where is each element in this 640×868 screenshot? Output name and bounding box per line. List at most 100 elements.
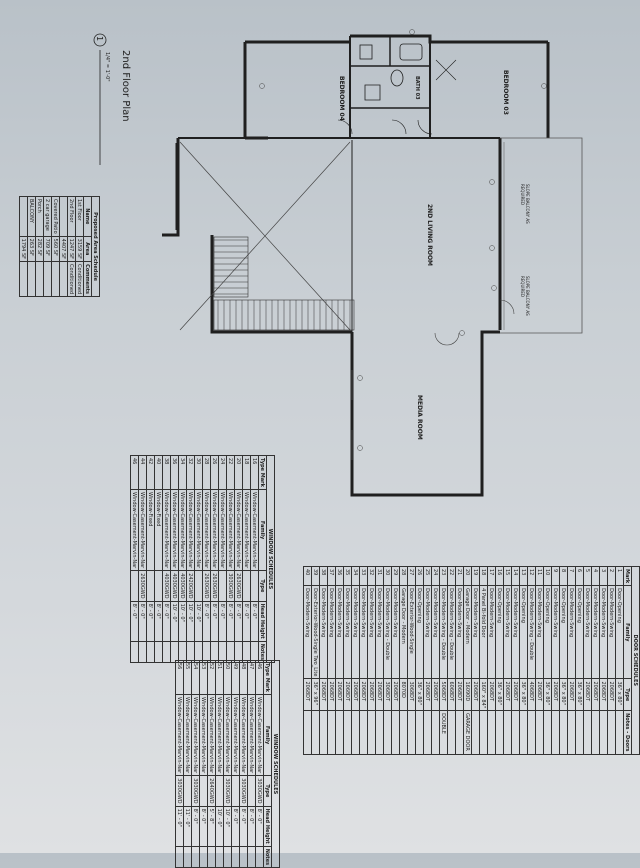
table-cell xyxy=(583,710,592,755)
table-cell: 160" x 84" xyxy=(479,678,488,711)
table-cell: Conditioned xyxy=(75,261,84,297)
table-cell: 709 SF xyxy=(43,236,52,262)
table-cell: Window-Casement-Marvin-Nar xyxy=(210,489,219,571)
table-cell: 3030GWD xyxy=(226,570,235,602)
table-cell xyxy=(231,846,240,868)
table-cell: Door-Modern-Swing xyxy=(367,585,376,679)
table-cell: 37 xyxy=(327,566,336,586)
table-cell: 4 Panel Bi-fold Door xyxy=(479,585,488,679)
table-cell: 36" x 80" xyxy=(559,678,568,711)
col-header: Notes - Doors xyxy=(623,710,632,755)
table-cell: Door-Modern-Swing xyxy=(591,585,600,679)
table-cell xyxy=(615,710,624,755)
table-cell: 20 xyxy=(234,455,243,490)
table-cell xyxy=(250,570,259,602)
table-cell: 8' - 0" xyxy=(146,601,155,642)
table-cell: Door-Modern-Swing xyxy=(391,585,400,679)
view-tags xyxy=(259,29,547,451)
table-cell: 10 xyxy=(543,566,552,586)
table-cell: Window-Casement-Marvin-Nar xyxy=(178,489,187,571)
table-cell: 5 xyxy=(583,566,592,586)
table-cell: 2068DT xyxy=(391,678,400,711)
table-cell xyxy=(43,261,52,297)
table-cell xyxy=(223,846,232,868)
table-cell: Door-Modern-Swing - Double xyxy=(447,585,456,679)
table-cell: 8' - 0" xyxy=(239,806,248,847)
table-cell: 36" x 80" xyxy=(495,678,504,711)
balcony xyxy=(500,137,583,334)
table-cell: 2630GWD xyxy=(138,570,147,602)
room-label-living-room: 2ND LIVING ROOM xyxy=(426,204,433,267)
table-cell: 2630GWD xyxy=(234,570,243,602)
table-cell xyxy=(375,710,384,755)
table-cell xyxy=(503,710,512,755)
table-cell: 24 xyxy=(431,566,440,586)
table-cell: 52 xyxy=(207,660,216,695)
table-cell: Door-Opening xyxy=(559,585,568,679)
table-cell: Window-Casement-Marvin-Nar xyxy=(247,694,256,776)
table-cell xyxy=(175,846,184,868)
table-cell: Window-Casement-Marvin-Nar xyxy=(242,489,251,571)
table-cell xyxy=(239,846,248,868)
table-cell: 3 xyxy=(599,566,608,586)
stair-treads xyxy=(214,239,351,330)
table-cell: 10' - 0" xyxy=(170,601,179,642)
table-cell: 33 xyxy=(359,566,368,586)
table-cell: 18 xyxy=(242,455,251,490)
table-row: 1794 SF xyxy=(19,196,28,297)
table-cell: Window-Casement-Marvin-Nar xyxy=(138,489,147,571)
table-cell xyxy=(359,710,368,755)
table-cell: 3030GWD xyxy=(239,775,248,807)
table-cell: 2068DT xyxy=(551,678,560,711)
table-cell: 1st Floor xyxy=(75,196,84,237)
table-cell: 10' - 0" xyxy=(223,806,232,847)
table-cell: 38 xyxy=(162,455,171,490)
table-cell: Door-Opening xyxy=(543,585,552,679)
table-cell xyxy=(218,570,227,602)
table-cell: 3068DT xyxy=(383,678,392,711)
table-cell: 16 xyxy=(250,455,259,490)
area-header-name: Name xyxy=(83,196,92,237)
table-cell: Window-Casement-Marvin-Nar xyxy=(223,694,232,776)
table-cell xyxy=(551,710,560,755)
door-schedule-title: DOOR SCHEDULES xyxy=(631,566,640,755)
table-cell: 10' - 0" xyxy=(194,601,203,642)
table-cell: 30 xyxy=(383,566,392,586)
table-cell xyxy=(535,710,544,755)
table-cell: 56 xyxy=(175,660,184,695)
table-cell: 2068DT xyxy=(583,678,592,711)
table-cell: 10' - 0" xyxy=(186,601,195,642)
table-cell xyxy=(543,710,552,755)
table-cell: 4030GWD xyxy=(178,570,187,602)
table-cell xyxy=(311,710,320,755)
table-cell xyxy=(231,775,240,807)
table-cell xyxy=(479,710,488,755)
col-header: Head Height xyxy=(263,806,272,847)
table-cell: 26 xyxy=(415,566,424,586)
area-header-area: Area xyxy=(83,236,92,262)
table-cell xyxy=(471,710,480,755)
table-cell xyxy=(343,710,352,755)
table-cell: Door-Modern-Swing xyxy=(567,585,576,679)
table-cell: Door-Opening xyxy=(575,585,584,679)
table-cell: 47 xyxy=(247,660,256,695)
table-cell: 1 xyxy=(615,566,624,586)
